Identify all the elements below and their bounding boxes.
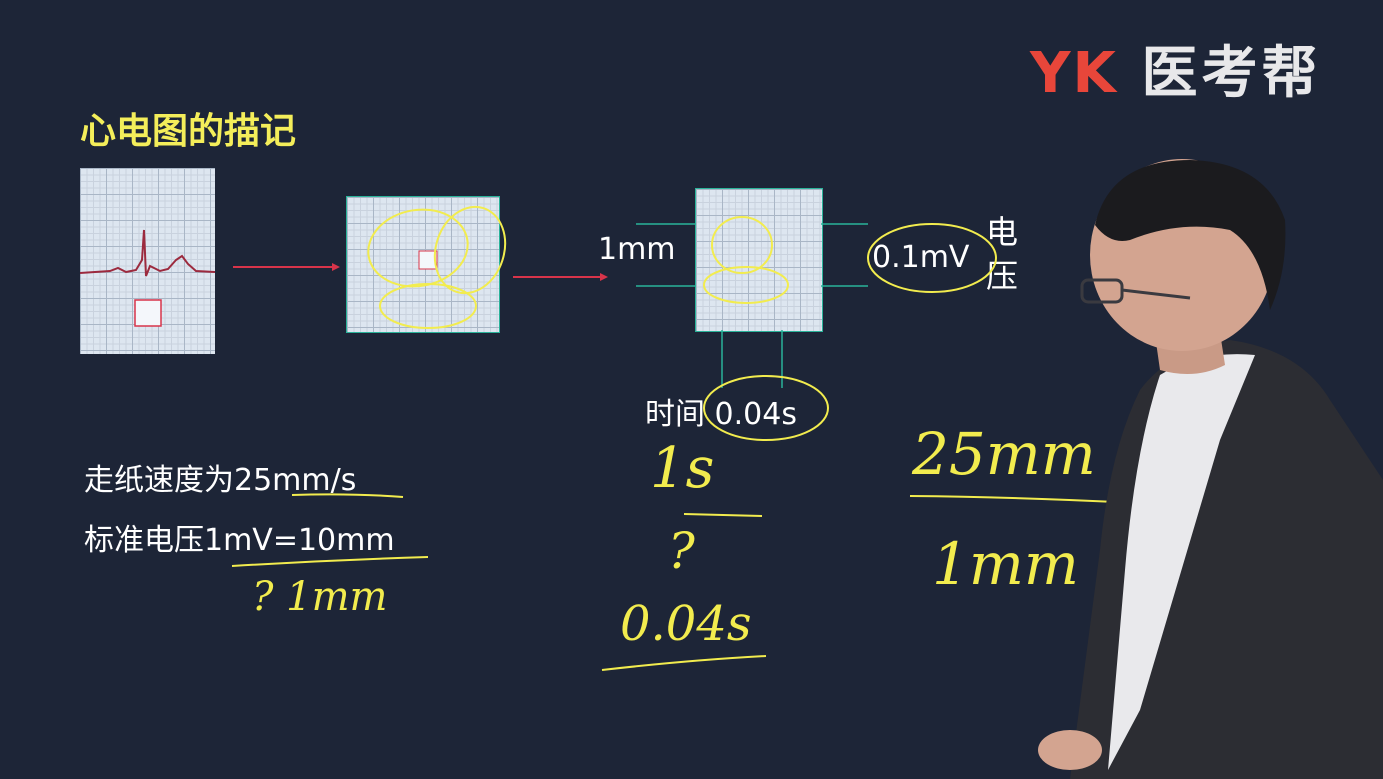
brand-logo: YK 医考帮 <box>1030 28 1321 109</box>
arrow-right-icon <box>513 273 608 281</box>
label-voltage-value: 0.1mV <box>872 240 970 275</box>
highlight-square <box>134 299 162 327</box>
handwriting-center-top: 1s <box>650 436 715 501</box>
handwriting-center-question: ? <box>668 522 695 580</box>
zoomed-grid <box>346 196 500 333</box>
handwriting-center-bottom: 0.04s <box>620 596 752 652</box>
small-square-magnified <box>695 188 823 332</box>
handwriting-left: ? 1mm <box>252 574 388 620</box>
ecg-paper-strip <box>80 168 215 354</box>
slide-title: 心电图的描记 <box>80 111 297 152</box>
label-time: 时间 0.04s <box>645 397 797 432</box>
note-paper-speed: 走纸速度为25mm/s <box>84 463 357 498</box>
dimension-guides <box>636 223 868 388</box>
zoom-square <box>418 250 438 270</box>
circle-time <box>703 375 829 441</box>
handwriting-right-bottom: 1mm <box>932 530 1079 598</box>
handwriting-right-top: 25mm <box>912 420 1096 488</box>
circle-mv <box>867 223 997 293</box>
arrow-right-icon <box>233 263 340 271</box>
logo-name: 医考帮 <box>1141 41 1322 106</box>
label-1mm: 1mm <box>598 232 676 267</box>
logo-brand: YK <box>1030 41 1118 106</box>
presenter-figure <box>1038 159 1383 779</box>
note-standard-voltage: 标准电压1mV=10mm <box>84 523 395 558</box>
ecg-trace <box>80 229 215 327</box>
